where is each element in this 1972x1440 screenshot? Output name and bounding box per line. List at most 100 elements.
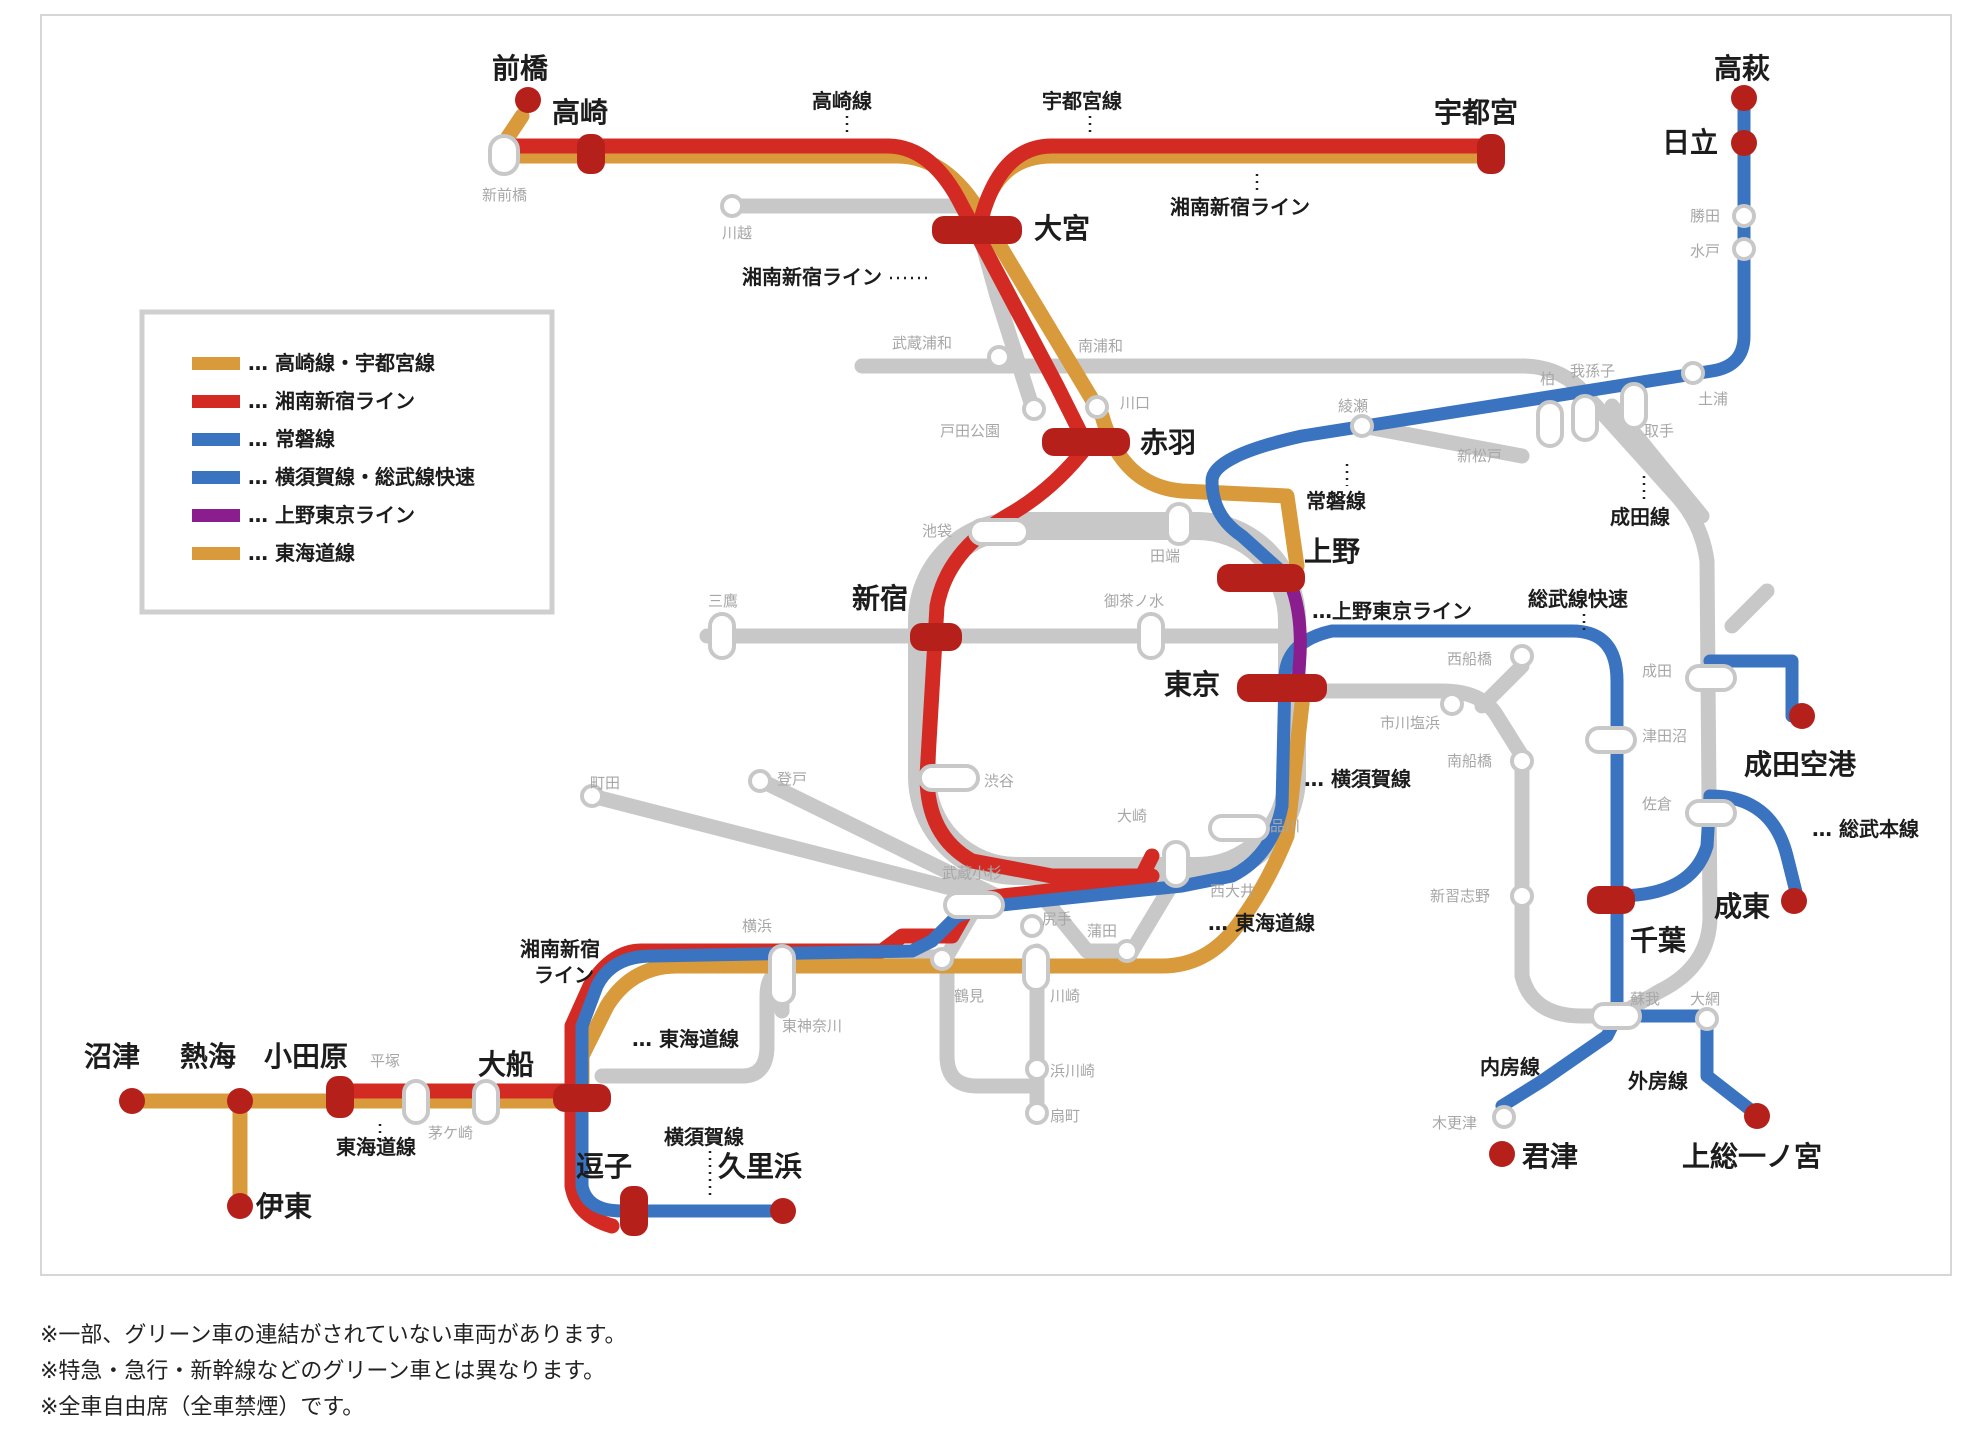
- route-map-frame: 前橋 高崎 新前橋 宇都宮 大宮 川越 武蔵浦和 南浦和 川口 戸田公園 赤羽 …: [40, 14, 1952, 1276]
- station-tsurumi: 鶴見: [954, 987, 984, 1005]
- footnote: ※一部、グリーン車の連結がされていない車両があります。: [40, 1323, 627, 1348]
- label-shonan-shinjuku-bottom-2: ライン: [534, 963, 594, 987]
- legend-swatch: [192, 471, 240, 484]
- station-chiba: 千葉: [1630, 924, 1687, 957]
- legend-label: … 常磐線: [248, 427, 335, 451]
- station-shiriteke: 尻手: [1042, 910, 1072, 928]
- label-tokaido-line-ofuna: … 東海道線: [632, 1027, 739, 1051]
- legend-swatch: [192, 395, 240, 408]
- label-takasaki-line: 高崎線: [812, 89, 872, 113]
- label-shonan-shinjuku-omiya: 湘南新宿ライン: [742, 265, 882, 289]
- station-nishifunabashi: 西船橋: [1447, 650, 1492, 668]
- station-naritakuko: 成田空港: [1744, 748, 1857, 781]
- station-ochanomizu: 御茶ノ水: [1104, 592, 1164, 610]
- label-shonan-shinjuku-top: 湘南新宿ライン: [1170, 195, 1310, 219]
- station-shinnarashino: 新習志野: [1430, 887, 1490, 905]
- station-tokyo: 東京: [1164, 668, 1220, 701]
- legend-label: … 上野東京ライン: [248, 503, 415, 527]
- station-oami: 大網: [1690, 990, 1720, 1008]
- legend-swatch: [192, 433, 240, 446]
- station-shinmaebashi: 新前橋: [482, 186, 527, 204]
- station-narita: 成田: [1642, 662, 1672, 680]
- label-sobu-rapid: 総武線快速: [1528, 587, 1628, 611]
- label-narita-line: 成田線: [1610, 505, 1670, 529]
- station-kisarazu: 木更津: [1432, 1114, 1477, 1132]
- legend-items: … 高崎線・宇都宮線 … 湘南新宿ライン … 常磐線 … 横須賀線・総武線快速 … 上野…: [192, 351, 475, 565]
- station-odawara: 小田原: [264, 1040, 348, 1073]
- footnotes: ※一部、グリーン車の連結がされていない車両があります。 ※特急・急行・新幹線など…: [40, 1318, 1640, 1426]
- station-soga: 蘇我: [1630, 990, 1660, 1008]
- station-kawaguchi: 川口: [1120, 394, 1150, 412]
- legend-swatch: [192, 509, 240, 522]
- station-musashiurawa: 武蔵浦和: [892, 334, 952, 352]
- station-ogimachi: 扇町: [1050, 1107, 1080, 1125]
- station-kamata: 蒲田: [1087, 922, 1117, 940]
- station-ueno: 上野: [1304, 535, 1360, 568]
- legend-label: … 湘南新宿ライン: [248, 389, 415, 413]
- station-musashikosugi: 武蔵小杉: [942, 864, 1002, 882]
- station-maebashi: 前橋: [492, 52, 549, 85]
- route-map: 前橋 高崎 新前橋 宇都宮 大宮 川越 武蔵浦和 南浦和 川口 戸田公園 赤羽 …: [84, 52, 1919, 1236]
- station-tsuchiura: 土浦: [1698, 390, 1728, 408]
- label-yokosuka-line: … 横須賀線: [1304, 767, 1411, 791]
- station-ikebukuro: 池袋: [922, 522, 952, 540]
- label-leaders: [378, 116, 1646, 1196]
- label-sotobo: 外房線: [1628, 1069, 1688, 1093]
- station-katsuta: 勝田: [1690, 207, 1720, 225]
- other-lines: [504, 198, 1775, 1124]
- legend-label: … 東海道線: [248, 541, 355, 565]
- station-osaki: 大崎: [1117, 807, 1147, 825]
- label-joban-line: 常磐線: [1306, 489, 1366, 513]
- station-akabane: 赤羽: [1140, 426, 1196, 459]
- minor-stations: [402, 134, 1756, 1129]
- station-ito: 伊東: [255, 1190, 312, 1223]
- label-shonan-shinjuku-bottom-1: 湘南新宿: [520, 937, 600, 961]
- station-atami: 熱海: [180, 1040, 236, 1073]
- station-todakoen: 戸田公園: [940, 422, 1000, 440]
- legend-label: … 横須賀線・総武線快速: [248, 465, 475, 489]
- station-tsudanuma: 津田沼: [1642, 727, 1687, 745]
- station-ichikawashiohama: 市川塩浜: [1380, 714, 1440, 732]
- station-machida: 町田: [590, 774, 620, 792]
- station-hiratsuka: 平塚: [370, 1052, 400, 1070]
- station-mito: 水戸: [1690, 242, 1720, 260]
- station-numazu: 沼津: [84, 1040, 140, 1073]
- station-mitaka: 三鷹: [708, 592, 738, 610]
- station-abiko: 我孫子: [1570, 362, 1615, 380]
- station-shinagawa: 品川: [1270, 817, 1300, 835]
- station-kimitsu: 君津: [1522, 1140, 1578, 1173]
- station-kurihama: 久里浜: [718, 1150, 802, 1183]
- station-takahagi: 高萩: [1714, 52, 1770, 85]
- station-shinmatsudo: 新松戸: [1457, 447, 1502, 465]
- station-naruto: 成東: [1714, 890, 1770, 923]
- legend-swatch: [192, 357, 240, 370]
- label-sobu-main: … 総武本線: [1812, 817, 1919, 841]
- label-ueno-tokyo-line: …上野東京ライン: [1312, 599, 1472, 623]
- legend-swatch: [192, 547, 240, 560]
- station-kawasaki: 川崎: [1050, 987, 1080, 1005]
- station-utsunomiya: 宇都宮: [1434, 96, 1518, 129]
- label-uchibo: 内房線: [1480, 1055, 1540, 1079]
- station-yokohama: 横浜: [742, 917, 772, 935]
- station-minamiurawa: 南浦和: [1078, 337, 1123, 355]
- legend-label: … 高崎線・宇都宮線: [248, 351, 435, 375]
- station-hitachi: 日立: [1662, 126, 1718, 159]
- label-tokaido-line-left: 東海道線: [336, 1135, 416, 1159]
- label-tokaido-line-right: … 東海道線: [1208, 911, 1315, 935]
- label-yokosuka-line-bottom: 横須賀線: [664, 1125, 744, 1149]
- station-minamifunabashi: 南船橋: [1447, 752, 1492, 770]
- station-shibuya: 渋谷: [984, 772, 1014, 790]
- station-higashikanagawa: 東神奈川: [782, 1017, 842, 1035]
- station-omiya: 大宮: [1034, 212, 1090, 245]
- station-ayase: 綾瀬: [1338, 397, 1368, 415]
- station-chigasaki: 茅ケ崎: [428, 1124, 473, 1142]
- station-noborito: 登戸: [777, 770, 807, 788]
- station-hamakawasaki: 浜川崎: [1050, 1062, 1095, 1080]
- footnote: ※全車自由席（全車禁煙）です。: [40, 1395, 365, 1420]
- station-sakura: 佐倉: [1642, 795, 1672, 813]
- line-labels: 高崎線 宇都宮線 湘南新宿ライン 湘南新宿ライン 常磐線 成田線 …上野東京ライ…: [336, 89, 1919, 1159]
- station-kawagoe: 川越: [722, 224, 752, 242]
- station-nishioi: 西大井: [1210, 882, 1255, 900]
- station-zushi: 逗子: [576, 1150, 632, 1183]
- legend: … 高崎線・宇都宮線 … 湘南新宿ライン … 常磐線 … 横須賀線・総武線快速 … 上野…: [139, 309, 555, 615]
